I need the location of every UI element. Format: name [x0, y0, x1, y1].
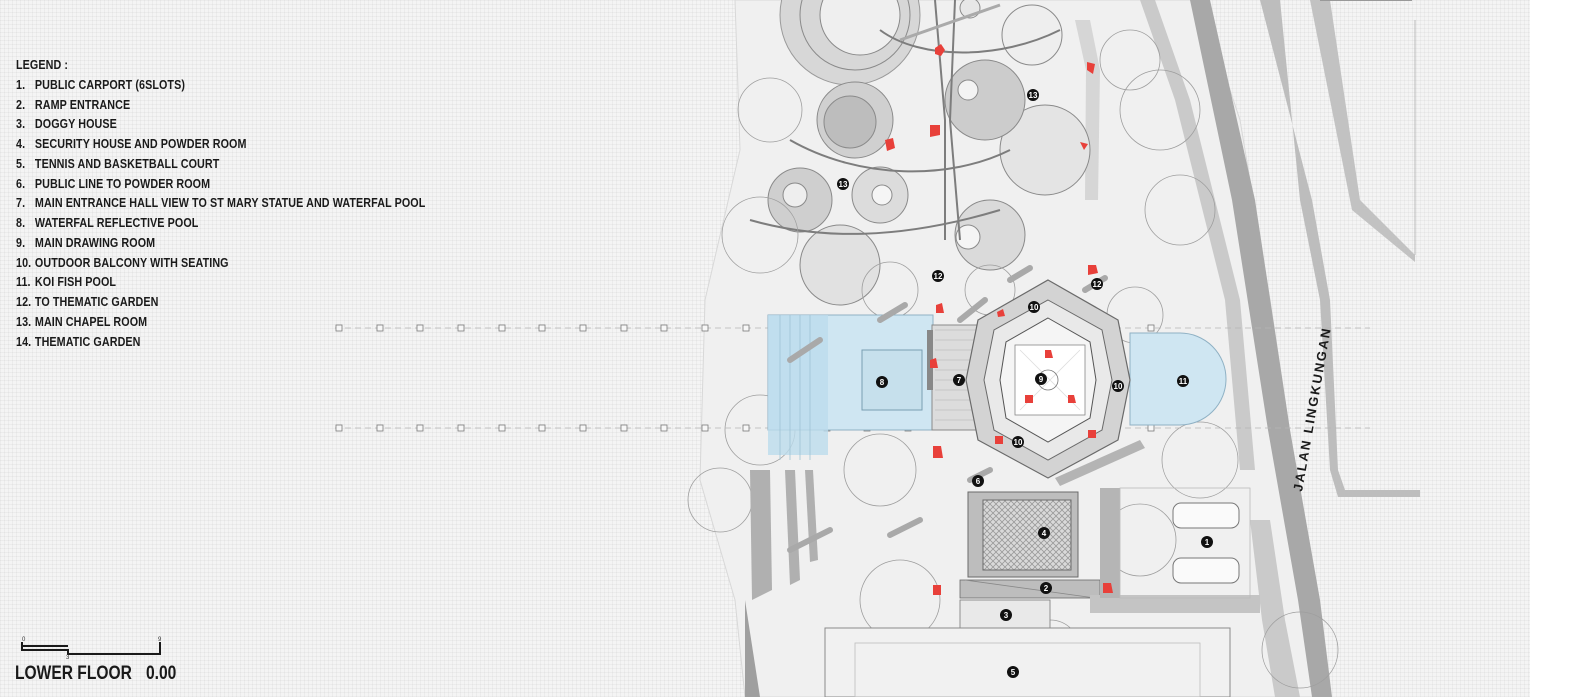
legend-item: 9. MAIN DRAWING ROOM — [16, 234, 377, 254]
legend-item-number: 14. — [16, 334, 32, 349]
legend-item: 13.MAIN CHAPEL ROOM — [16, 313, 377, 333]
scale-label-start: 0 — [22, 637, 26, 643]
floor-title: LOWER FLOOR 0.00 — [15, 663, 176, 685]
svg-text:10: 10 — [1114, 382, 1123, 391]
legend-item-label: TENNIS AND BASKETBALL COURT — [34, 156, 220, 171]
ramp-entrance — [959, 579, 1260, 613]
legend-item-number: 11. — [16, 275, 31, 290]
plan-marker-4: 4 — [1038, 527, 1050, 539]
carport — [1100, 487, 1251, 599]
svg-text:12: 12 — [1093, 280, 1102, 289]
plan-marker-5: 5 — [1007, 666, 1019, 678]
plan-marker-9: 9 — [1035, 373, 1047, 385]
svg-text:10: 10 — [1014, 438, 1023, 447]
plan-marker-6: 6 — [972, 475, 984, 487]
svg-text:1: 1 — [1205, 538, 1210, 547]
plan-marker-10-east: 10 — [1112, 380, 1124, 392]
legend-item-label: OUTDOOR BALCONY WITH SEATING — [34, 255, 229, 270]
svg-text:7: 7 — [957, 376, 962, 385]
legend-item-label: MAIN CHAPEL ROOM — [34, 314, 148, 329]
scale-label-mid: 3 — [66, 655, 70, 660]
svg-text:8: 8 — [880, 378, 885, 387]
legend-item-label: PUBLIC CARPORT (6SLOTS) — [34, 77, 186, 92]
legend-item-label: WATERFAL REFLECTIVE POOL — [34, 216, 199, 230]
legend-item-number: 8. — [16, 216, 26, 230]
svg-text:2: 2 — [1044, 584, 1049, 593]
floor-name: LOWER FLOOR — [15, 663, 132, 684]
plan-marker-7: 7 — [953, 374, 965, 386]
plan-marker-10-south: 10 — [1012, 436, 1024, 448]
svg-text:5: 5 — [1011, 668, 1016, 677]
scale-label-end: 9 — [158, 637, 162, 643]
legend-item-number: 12. — [16, 295, 32, 309]
legend-item: 12.TO THEMATIC GARDEN — [16, 293, 377, 313]
legend-item: 2. RAMP ENTRANCE — [16, 96, 377, 116]
svg-text:12: 12 — [934, 272, 943, 281]
plan-marker-2: 2 — [1040, 582, 1052, 594]
plan-marker-8: 8 — [876, 376, 888, 388]
legend-item: 11.KOI FISH POOL — [16, 273, 377, 293]
legend-item: 7. MAIN ENTRANCE HALL VIEW TO ST MARY STA… — [16, 194, 425, 214]
legend: LEGEND : 1. PUBLIC CARPORT (6SLOTS) 2. RAM… — [16, 56, 425, 353]
legend-item: 6. PUBLIC LINE TO POWDER ROOM — [16, 175, 377, 195]
legend-item-label: THEMATIC GARDEN — [34, 334, 141, 349]
plan-marker-1: 1 — [1201, 536, 1213, 548]
tennis-court — [824, 627, 1231, 697]
plan-marker-12-east: 12 — [1091, 278, 1103, 290]
legend-item-number: 9. — [16, 235, 26, 250]
garden-paths — [749, 0, 1061, 241]
plan-marker-3: 3 — [1000, 609, 1012, 621]
legend-item-number: 6. — [16, 176, 26, 191]
legend-item: 10.OUTDOOR BALCONY WITH SEATING — [16, 254, 377, 274]
legend-item: 5. TENNIS AND BASKETBALL COURT — [16, 155, 377, 175]
waterfall-reflective-pool — [767, 314, 934, 460]
plan-marker-12-west: 12 — [932, 270, 944, 282]
legend-list: 1. PUBLIC CARPORT (6SLOTS) 2. RAMP ENTRANC… — [16, 76, 425, 353]
legend-item-number: 3. — [16, 117, 26, 132]
hexagonal-building — [965, 279, 1145, 486]
legend-item: 4. SECURITY HOUSE AND POWDER ROOM — [16, 135, 377, 155]
legend-item-number: 7. — [16, 196, 26, 211]
plan-marker-11: 11 — [1177, 375, 1189, 387]
svg-text:11: 11 — [1179, 377, 1188, 386]
svg-text:10: 10 — [1030, 303, 1039, 312]
legend-title: LEGEND : — [16, 58, 69, 72]
security-house — [967, 491, 1079, 578]
svg-text:13: 13 — [1029, 91, 1038, 100]
legend-item-number: 10. — [16, 255, 32, 270]
legend-item-number: 4. — [16, 137, 26, 151]
legend-item-number: 13. — [16, 314, 32, 329]
axis-grid-lines — [335, 327, 1370, 429]
legend-item-number: 2. — [16, 97, 26, 112]
legend-item: 8. WATERFAL REFLECTIVE POOL — [16, 214, 377, 234]
legend-item-label: TO THEMATIC GARDEN — [34, 295, 159, 309]
legend-item-label: DOGGY HOUSE — [34, 117, 117, 132]
legend-item: 3. DOGGY HOUSE — [16, 115, 377, 135]
plan-marker-10-north: 10 — [1028, 301, 1040, 313]
svg-text:9: 9 — [1039, 375, 1044, 384]
people-figures — [885, 44, 1113, 595]
svg-text:6: 6 — [976, 477, 981, 486]
scale-bar: 0 3 9 — [21, 637, 162, 660]
plan-marker-13-west: 13 — [837, 178, 849, 190]
legend-item-label: SECURITY HOUSE AND POWDER ROOM — [34, 137, 247, 151]
legend-item-label: KOI FISH POOL — [34, 275, 117, 290]
svg-text:3: 3 — [1004, 611, 1009, 620]
legend-item-label: RAMP ENTRANCE — [34, 97, 131, 112]
svg-text:13: 13 — [839, 180, 848, 189]
floor-level: 0.00 — [146, 663, 177, 684]
sheet-margin — [1530, 0, 1582, 697]
legend-item-number: 5. — [16, 156, 26, 171]
legend-item-label: MAIN DRAWING ROOM — [34, 235, 156, 250]
legend-item: 1. PUBLIC CARPORT (6SLOTS) — [16, 76, 377, 96]
legend-item-label: PUBLIC LINE TO POWDER ROOM — [34, 176, 211, 191]
svg-text:4: 4 — [1042, 529, 1047, 538]
legend-item-label: MAIN ENTRANCE HALL VIEW TO ST MARY STATU… — [34, 196, 426, 211]
legend-item: 14.THEMATIC GARDEN — [16, 333, 377, 353]
plan-marker-13-north: 13 — [1027, 89, 1039, 101]
legend-item-number: 1. — [16, 77, 26, 92]
